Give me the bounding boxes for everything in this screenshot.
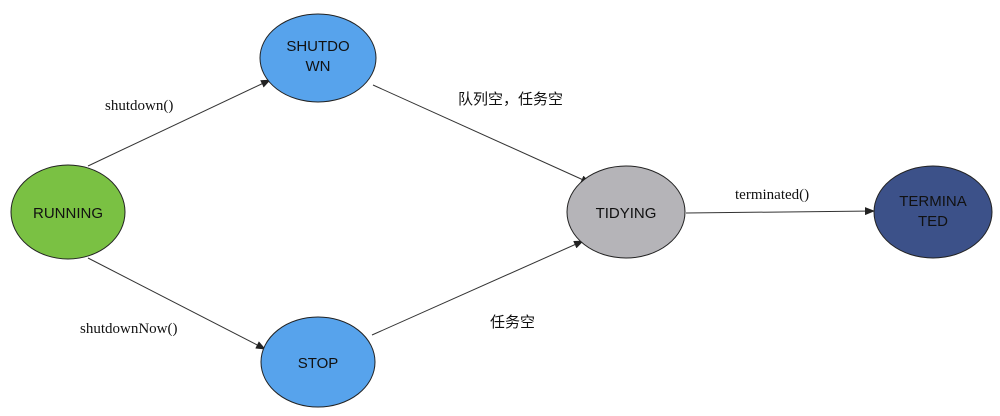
edge-label-shutdown-now: shutdownNow() <box>80 321 178 337</box>
node-running-label: RUNNING <box>33 205 103 222</box>
edge-stop-to-tidying <box>371 240 584 336</box>
edge-running-to-shutdown <box>87 79 271 167</box>
node-running: RUNNING <box>10 164 126 260</box>
edge-label-tasks-empty: 任务空 <box>490 313 535 331</box>
node-shutdown-label-line-1: SHUTDO <box>286 38 349 55</box>
edge-label-shutdown: shutdown() <box>105 98 173 114</box>
edge-tidying-to-terminated <box>685 207 875 216</box>
edge-label-queue-and-tasks-empty: 队列空，任务空 <box>458 90 563 108</box>
node-terminated: TERMINA TED <box>873 165 993 259</box>
node-terminated-label-line-2: TED <box>918 213 948 230</box>
edge-running-to-stop <box>87 257 266 350</box>
node-tidying-label: TIDYING <box>596 205 657 222</box>
node-shutdown-shape <box>259 13 377 103</box>
node-stop: STOP <box>260 316 376 408</box>
node-terminated-shape <box>873 165 993 259</box>
edges <box>87 79 875 350</box>
node-running-shape <box>10 164 126 260</box>
edge-label-terminated: terminated() <box>735 187 809 203</box>
node-tidying: TIDYING <box>566 165 686 259</box>
node-shutdown: SHUTDO WN <box>259 13 377 103</box>
node-tidying-shape <box>566 165 686 259</box>
node-terminated-label-line-1: TERMINA <box>899 193 967 210</box>
edge-shutdown-to-tidying <box>372 84 591 184</box>
node-stop-label: STOP <box>298 355 339 372</box>
node-shutdown-label-line-2: WN <box>306 58 331 75</box>
edge-labels: shutdown() shutdownNow() 队列空，任务空 任务空 ter… <box>80 90 809 337</box>
node-stop-shape <box>260 316 376 408</box>
